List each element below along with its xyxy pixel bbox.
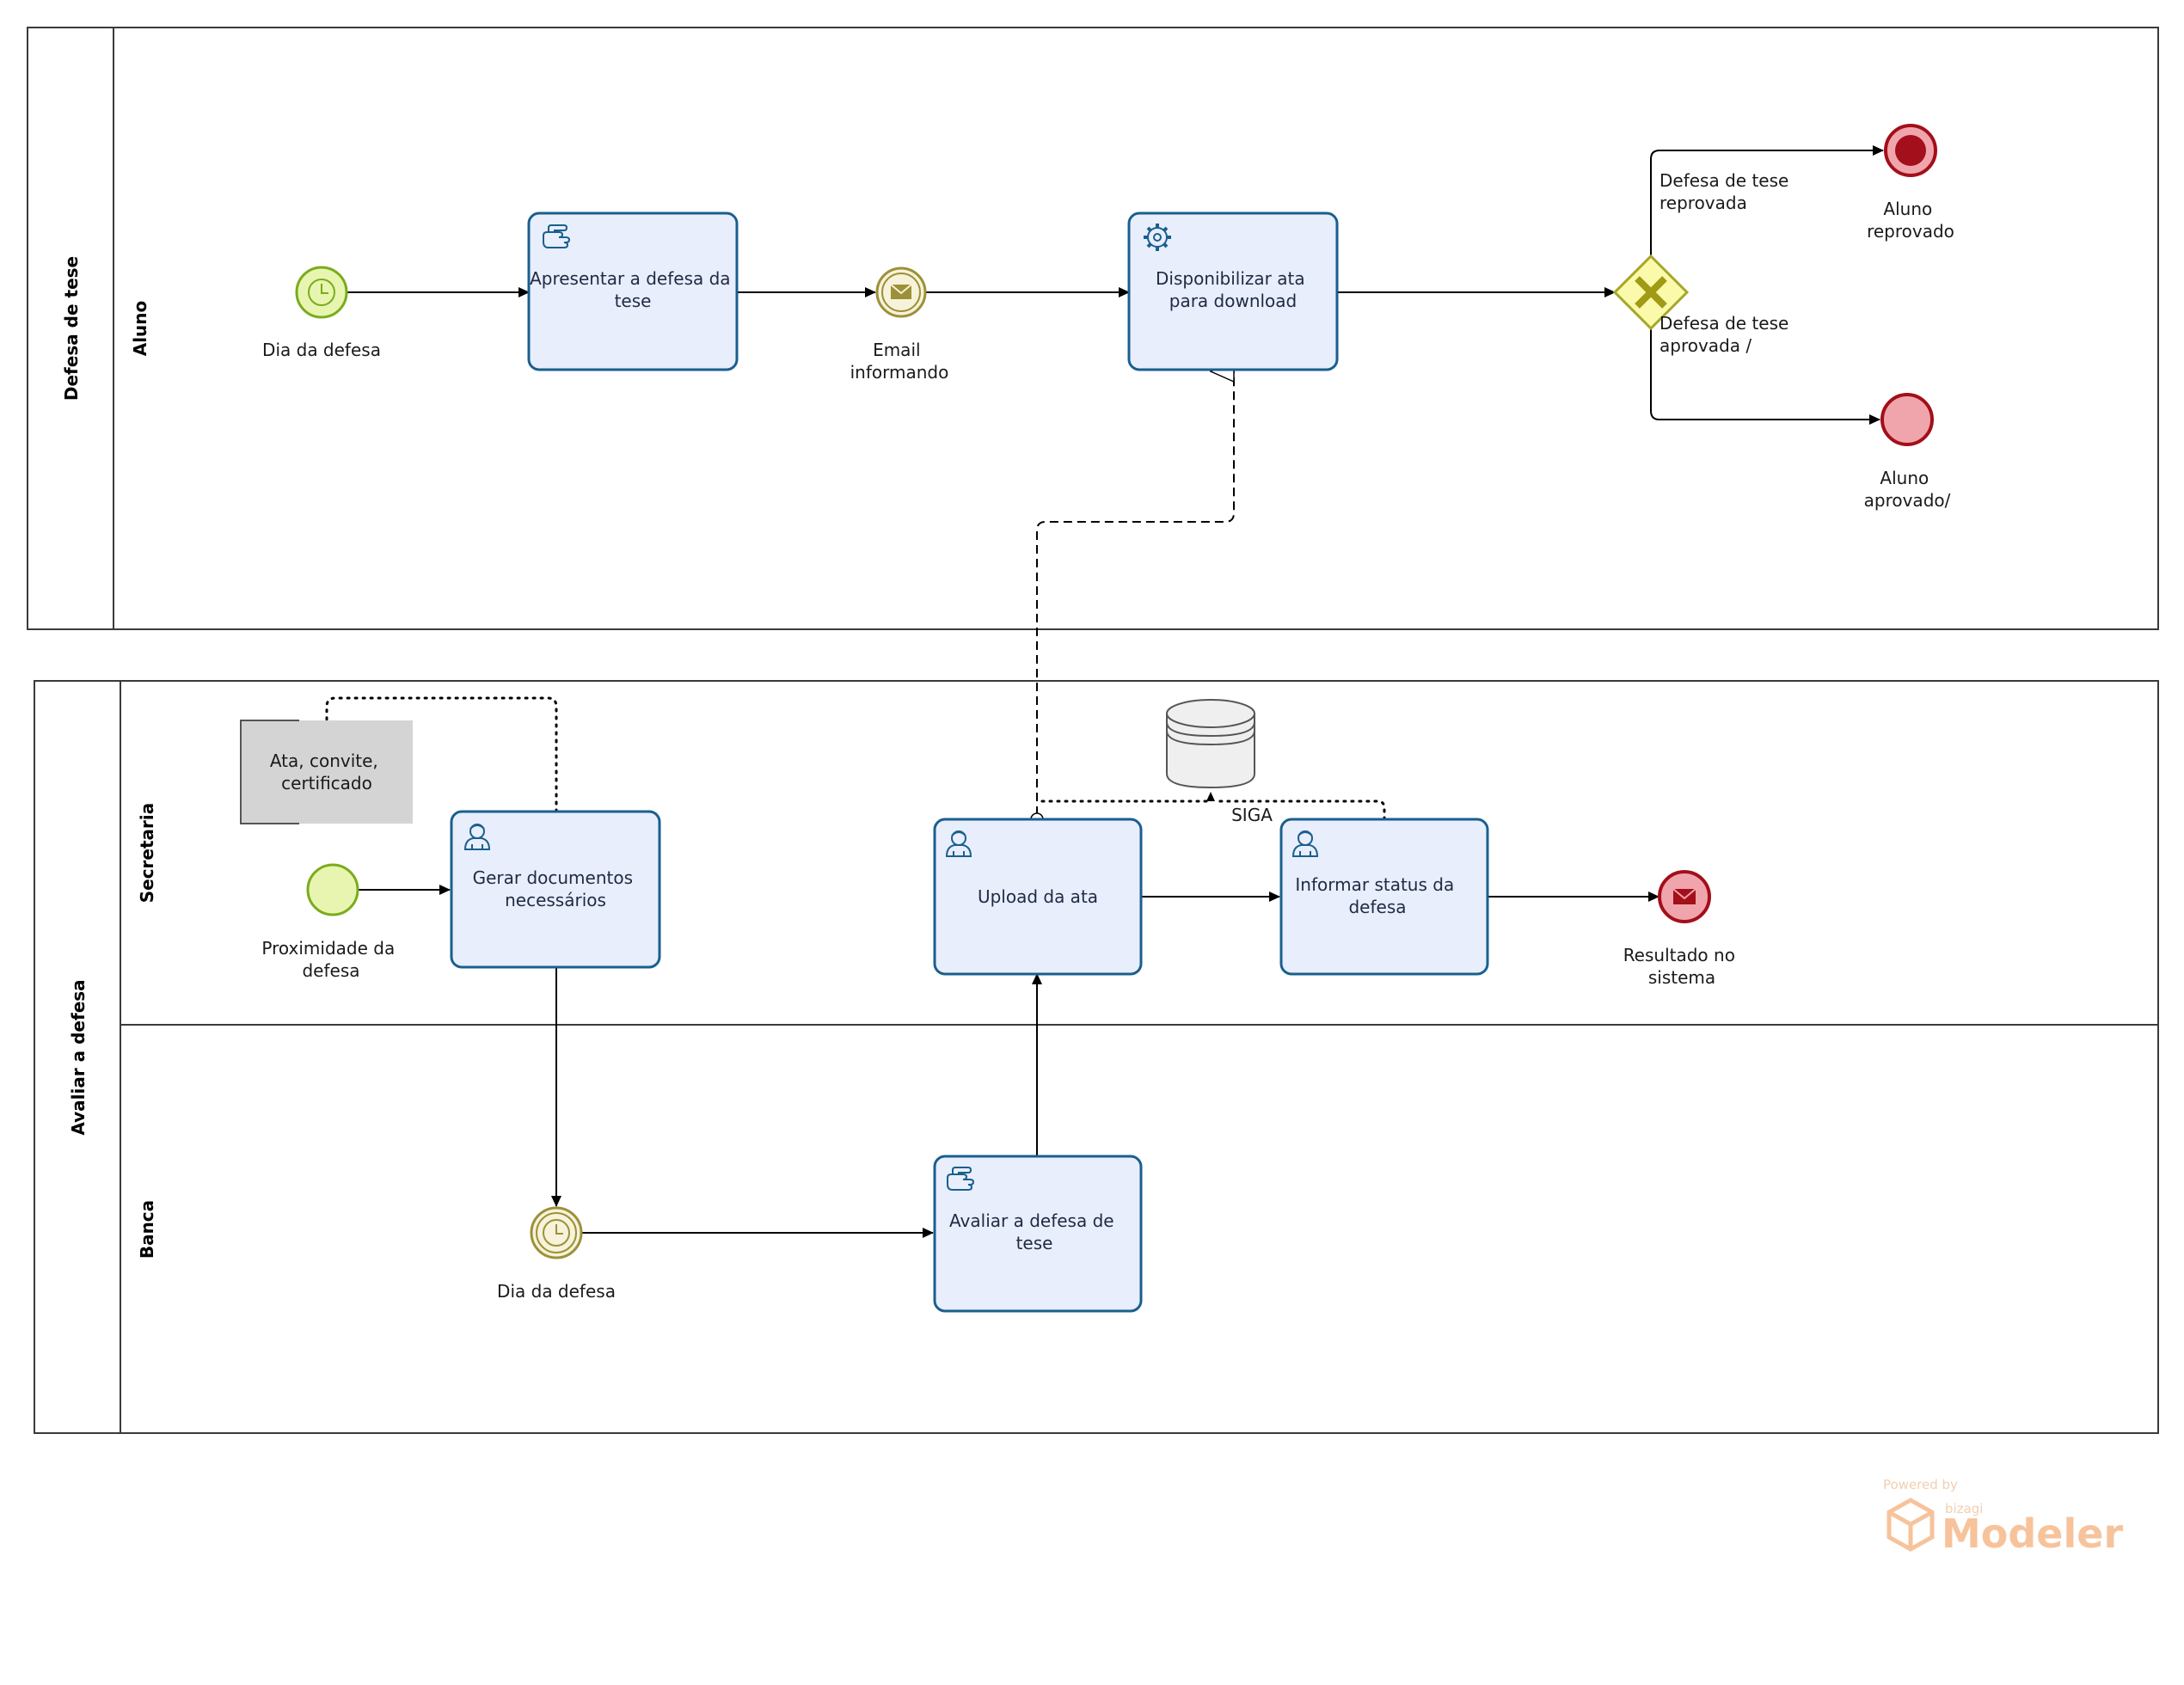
- timer-icon: [543, 1219, 570, 1247]
- lane-aluno[interactable]: Aluno: [130, 301, 150, 357]
- lane-title: Aluno: [130, 301, 150, 357]
- association-gerar-to-documento[interactable]: [325, 696, 558, 813]
- message-icon: [890, 284, 912, 299]
- timer-icon: [308, 279, 335, 306]
- watermark-powered: Powered by: [1883, 1477, 1958, 1492]
- x-icon: [1635, 276, 1667, 309]
- task-gerar-documentos[interactable]: Gerar documentos necessários: [450, 810, 661, 969]
- start-event-proximidade[interactable]: Proximidade da defesa: [261, 863, 400, 981]
- sequence-flows: [347, 145, 1884, 1238]
- gateway-exclusive[interactable]: [1612, 254, 1690, 331]
- event-label: Proximidade da defesa: [261, 938, 400, 981]
- lane-title: Banca: [137, 1200, 157, 1259]
- lane-title: Secretaria: [137, 803, 157, 904]
- message-icon: [1672, 888, 1696, 904]
- end-event-aluno-aprovado[interactable]: Aluno aprovado/: [1864, 393, 1951, 511]
- task-apresentar-defesa[interactable]: Apresentar a defesa da tese: [527, 211, 739, 371]
- manual-task-icon: [947, 1167, 975, 1191]
- event-label: Email informando: [850, 340, 949, 383]
- data-store-label: SIGA: [1231, 805, 1273, 825]
- task-disponibilizar-ata[interactable]: Disponibilizar ata para download: [1127, 211, 1339, 371]
- event-label: Dia da defesa: [497, 1281, 616, 1302]
- associations: [325, 696, 1386, 821]
- manual-task-icon: [543, 224, 571, 248]
- event-label: Dia da defesa: [262, 340, 381, 360]
- user-task-icon: [463, 824, 491, 850]
- end-event-aluno-reprovado[interactable]: Aluno reprovado: [1867, 124, 1954, 242]
- intermediate-event-email[interactable]: Email informando: [850, 267, 949, 383]
- task-label: Avaliar a defesa de tese: [949, 1210, 1120, 1253]
- intermediate-event-dia-defesa-banca[interactable]: Dia da defesa: [497, 1206, 616, 1302]
- lane-banca[interactable]: Banca: [137, 1200, 157, 1259]
- pool-title: Defesa de tese: [61, 256, 82, 401]
- annotation-label: Ata, convite, certificado: [270, 751, 383, 793]
- bizagi-watermark: Powered by bizagi Modeler: [1883, 1477, 2123, 1557]
- watermark-product: Modeler: [1942, 1510, 2123, 1557]
- message-flow-upload-to-disponibilizar[interactable]: [1036, 371, 1235, 815]
- task-label: Upload da ata: [978, 886, 1098, 907]
- user-task-icon: [1291, 830, 1319, 857]
- event-label: Aluno reprovado: [1867, 199, 1954, 242]
- text-annotation-documentos[interactable]: Ata, convite, certificado: [240, 720, 413, 824]
- flow-label-aprovada: Defesa de tese aprovada /: [1659, 313, 1794, 356]
- end-event-resultado[interactable]: Resultado no sistema: [1623, 870, 1741, 988]
- association-upload-to-siga[interactable]: [1040, 791, 1215, 803]
- pool-defesa-de-tese[interactable]: Defesa de tese: [27, 27, 2159, 630]
- flow-gateway-to-aprovado[interactable]: [1650, 328, 1880, 425]
- task-upload-ata[interactable]: Upload da ata: [933, 818, 1143, 976]
- event-label: Aluno aprovado/: [1864, 468, 1951, 511]
- watermark-brand: bizagi: [1945, 1501, 1983, 1516]
- pool-title: Avaliar a defesa: [68, 979, 89, 1135]
- bizagi-logo-icon: [1886, 1498, 1935, 1552]
- user-task-icon: [945, 830, 972, 857]
- flow-gateway-to-reprovado[interactable]: [1650, 145, 1884, 256]
- flow-label-reprovada: Defesa de tese reprovada: [1659, 170, 1794, 213]
- data-store-siga[interactable]: SIGA: [1166, 699, 1273, 825]
- association-informar-to-siga[interactable]: [1212, 800, 1386, 821]
- task-label: Gerar documentos necessários: [473, 867, 639, 910]
- task-label: Disponibilizar ata para download: [1156, 268, 1310, 311]
- start-event-dia-defesa[interactable]: Dia da defesa: [262, 266, 381, 360]
- task-avaliar-defesa[interactable]: Avaliar a defesa de tese: [933, 1155, 1143, 1313]
- lane-secretaria[interactable]: Secretaria: [137, 803, 157, 904]
- task-label: Apresentar a defesa da tese: [530, 268, 736, 311]
- task-informar-status[interactable]: Informar status da defesa: [1279, 818, 1489, 976]
- service-task-icon: [1144, 224, 1171, 251]
- task-label: Informar status da defesa: [1295, 874, 1459, 917]
- event-label: Resultado no sistema: [1623, 945, 1741, 988]
